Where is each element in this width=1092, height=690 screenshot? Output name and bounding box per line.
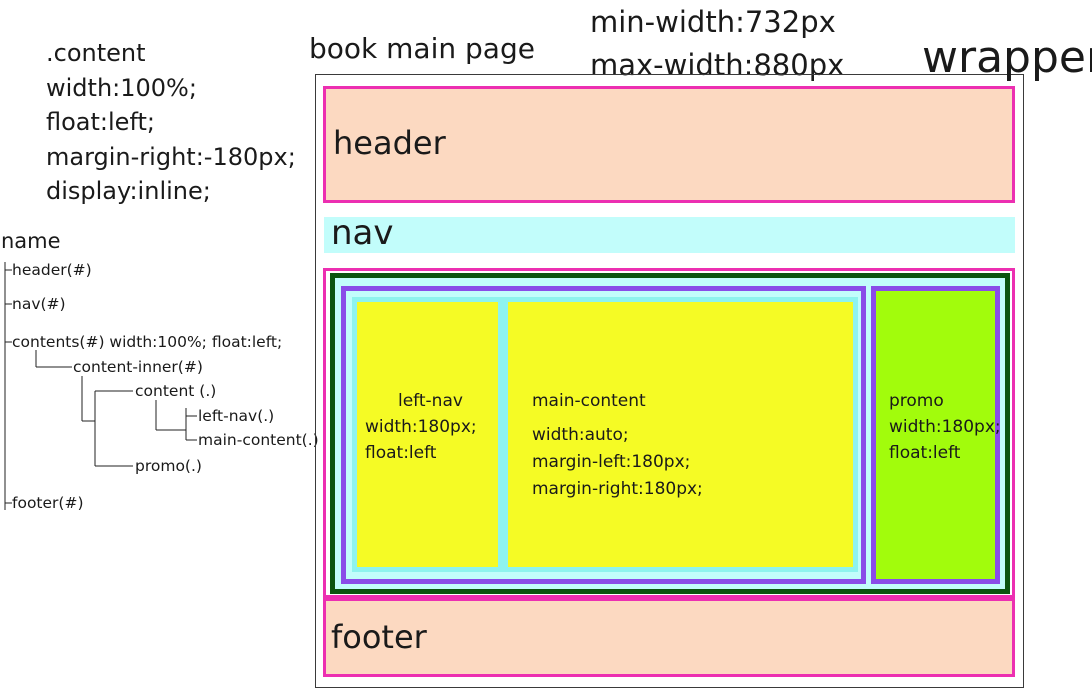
left-nav-label: left-nav <box>398 391 463 411</box>
tree-item-footer: footer(#) <box>12 494 84 512</box>
css-selector: .content <box>46 39 146 67</box>
left-nav-width: width:180px; <box>365 417 477 437</box>
css-line: display:inline; <box>46 177 211 205</box>
left-nav-float: float:left <box>365 443 437 463</box>
left-nav-region: left-nav width:180px; float:left <box>352 297 503 572</box>
width-constraints: min-width:732px max-width:880px <box>590 1 844 87</box>
tree-item-header: header(#) <box>12 261 92 279</box>
tree-item-content: content (.) <box>135 382 217 400</box>
promo-label: promo <box>889 391 944 411</box>
main-content-width: width:auto; <box>532 425 629 445</box>
main-content-region: main-content width:auto; margin-left:180… <box>503 297 858 572</box>
tree-title: name <box>1 229 61 253</box>
css-line: float:left; <box>46 108 155 136</box>
book-main-page-title: book main page <box>309 32 535 65</box>
tree-item-content-inner: content-inner(#) <box>73 358 203 376</box>
css-line: width:100%; <box>46 73 197 102</box>
tree-item-promo: promo(.) <box>135 457 202 475</box>
max-width-note: max-width:880px <box>590 48 845 82</box>
footer-region: footer <box>323 598 1015 677</box>
header-label: header <box>333 124 446 162</box>
main-content-margin-right: margin-right:180px; <box>532 479 703 499</box>
wrapper-label: wrapper <box>922 32 1092 83</box>
content-css-note: .content width:100%; float:left; margin-… <box>46 36 296 209</box>
nav-region: nav <box>324 213 1015 253</box>
tree-item-contents: contents(#) width:100%; float:left; <box>12 333 283 351</box>
css-line: margin-right:-180px; <box>46 142 296 171</box>
tree-item-nav: nav(#) <box>12 295 66 313</box>
tree-item-main-content: main-content(.) <box>198 431 319 449</box>
promo-float: float:left <box>889 443 961 463</box>
promo-width: width:180px; <box>889 417 1001 437</box>
promo-region: promo width:180px; float:left <box>871 286 1001 584</box>
min-width-note: min-width:732px <box>590 5 836 39</box>
main-content-margin-left: margin-left:180px; <box>532 452 691 472</box>
wrapper-box <box>315 74 1024 688</box>
tree-item-left-nav: left-nav(.) <box>198 407 275 425</box>
header-region: header <box>323 86 1015 203</box>
footer-label: footer <box>331 618 427 656</box>
nav-label: nav <box>331 213 394 253</box>
main-content-label: main-content <box>532 391 646 411</box>
